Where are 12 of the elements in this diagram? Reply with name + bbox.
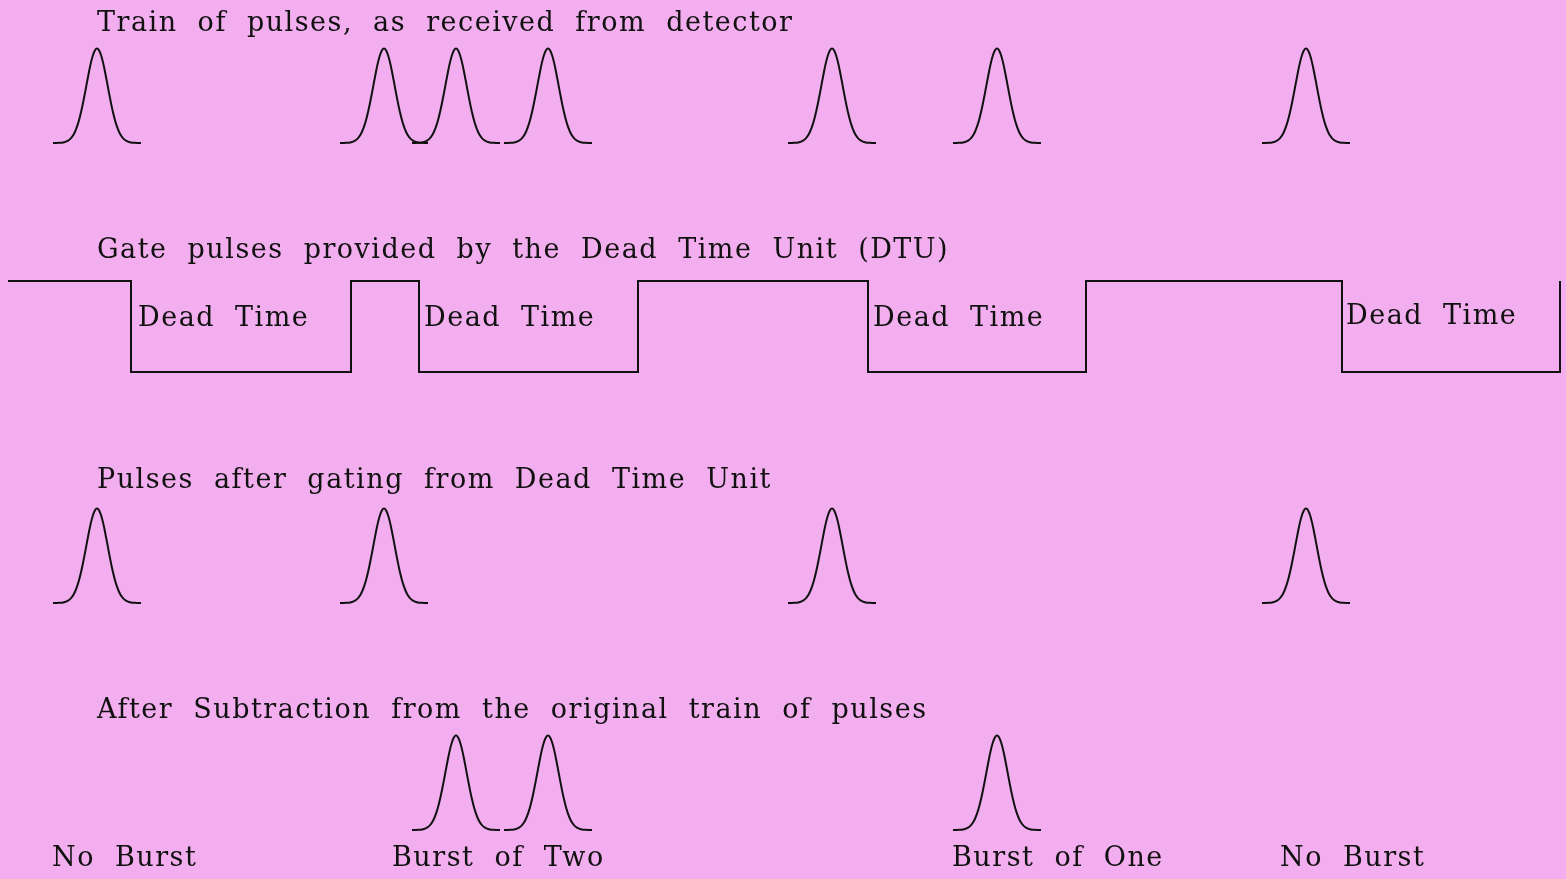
result-label: Burst of Two (392, 840, 605, 874)
dead-time-label: Dead Time (424, 300, 596, 334)
waveform-title: Gate pulses provided by the Dead Time Unit (DTU) (97, 232, 950, 266)
result-label: Burst of One (952, 840, 1164, 874)
dead-time-label: Dead Time (138, 300, 310, 334)
waveform-title: After Subtraction from the original train of pulses (97, 692, 928, 726)
dead-time-label: Dead Time (1346, 298, 1518, 332)
waveform-title: Train of pulses, as received from detector (97, 5, 794, 39)
result-label: No Burst (52, 840, 198, 874)
dead-time-label: Dead Time (873, 300, 1045, 334)
result-label: No Burst (1280, 840, 1426, 874)
waveform-title: Pulses after gating from Dead Time Unit (97, 462, 772, 496)
